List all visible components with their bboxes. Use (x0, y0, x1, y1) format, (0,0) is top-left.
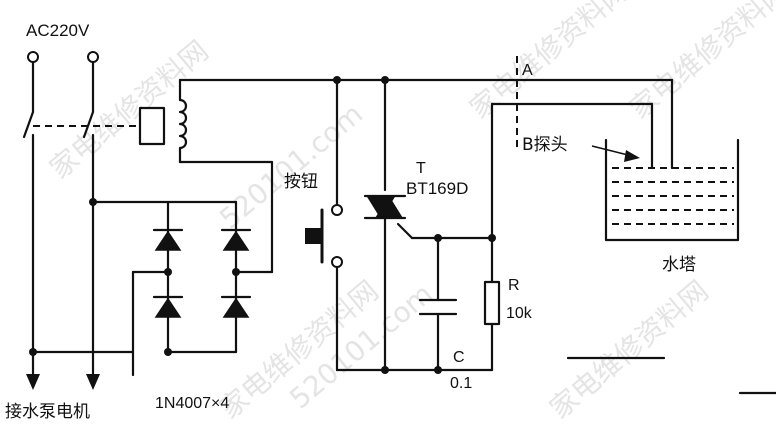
arrow-down-icon (26, 374, 40, 390)
relay-contact-right (82, 110, 95, 139)
ac-terminal-right (87, 51, 99, 63)
tower-label: 水塔 (662, 255, 696, 275)
supply-label: AC220V (26, 21, 90, 40)
triac-part-label: BT169D (406, 179, 468, 198)
relay (138, 78, 274, 164)
point-a-label: A (522, 62, 533, 79)
watermark-text: 家电维修资料网 (463, 0, 634, 125)
capacitor-ref-label: C (453, 349, 465, 366)
capacitor (418, 234, 458, 372)
pump-label: 接水泵电机 (5, 402, 90, 422)
ac-terminal-left (27, 51, 39, 63)
diode-d2 (222, 230, 250, 251)
triac-ref-label: T (416, 160, 426, 177)
relay-coil (178, 98, 188, 150)
bridge-rectifier (89, 160, 274, 377)
diodes-label: 1N4007×4 (155, 395, 229, 412)
resistor (483, 102, 501, 372)
diode-d1 (154, 230, 182, 251)
button-label: 按钮 (284, 172, 318, 192)
arrow-down-icon (86, 374, 100, 390)
relay-contact-left (22, 110, 35, 139)
water-tower (604, 138, 740, 242)
diode-d3 (154, 297, 182, 318)
watermark-layer: 家电维修资料网 家电维修资料网 家电维修资料网 家电维修资料网 家电维修资料网 … (43, 0, 776, 425)
resistor-ref-label: R (508, 277, 520, 294)
watermark-text: 家电维修资料网 (623, 0, 776, 125)
watermark-text: 家电维修资料网 (543, 274, 714, 425)
pump-output (26, 348, 135, 390)
diode-d4 (222, 297, 250, 318)
push-button (305, 78, 343, 372)
resistor-value-label: 10k (506, 305, 533, 322)
capacitor-value-label: 0.1 (450, 375, 472, 392)
probe-label: B探头 (522, 135, 568, 155)
triac (363, 78, 494, 372)
relay-body (138, 106, 166, 146)
ac-supply (22, 51, 140, 377)
